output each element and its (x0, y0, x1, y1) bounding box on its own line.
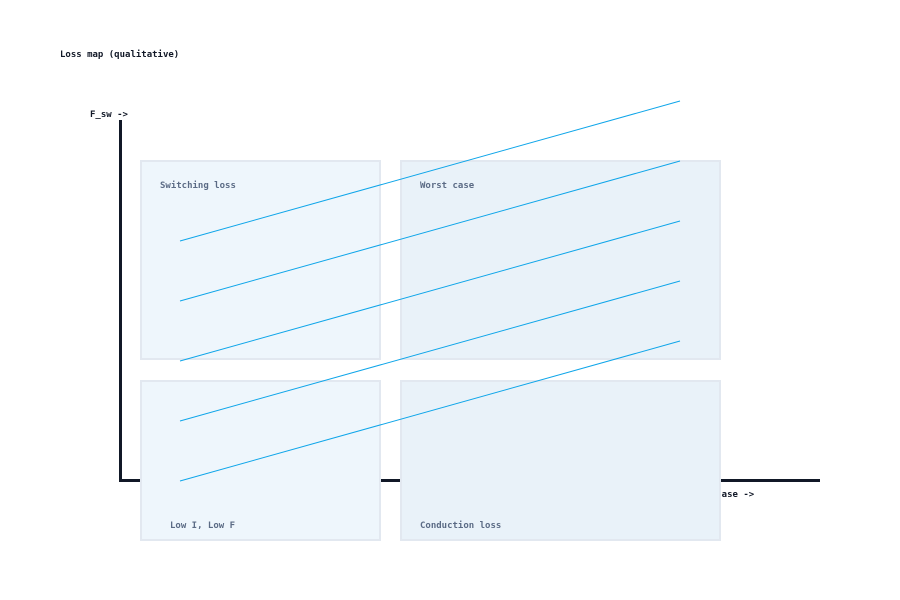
diagonal-line (179, 340, 681, 482)
quadrant-low-i-low-f: Low I, Low F (140, 380, 381, 541)
quadrant-label: Low I, Low F (170, 521, 236, 531)
quadrant-label: Conduction loss (420, 521, 502, 531)
quadrant-conduction-loss: Conduction loss (400, 380, 721, 541)
quadrant-label: Worst case (420, 181, 475, 191)
diagram-title: Loss map (qualitative) (60, 50, 180, 60)
diagonal-line (179, 160, 681, 302)
y-axis (119, 120, 122, 482)
diagonal-line (179, 220, 681, 362)
y-axis-label: F_sw -> (90, 110, 128, 120)
quadrant-worst-case: Worst case (400, 160, 721, 360)
diagonal-line (179, 100, 681, 242)
quadrant-switching-loss: Switching loss (140, 160, 381, 360)
diagonal-line (179, 280, 681, 422)
x-axis-label: I_phase -> (700, 490, 755, 500)
quadrant-label: Switching loss (160, 181, 236, 191)
